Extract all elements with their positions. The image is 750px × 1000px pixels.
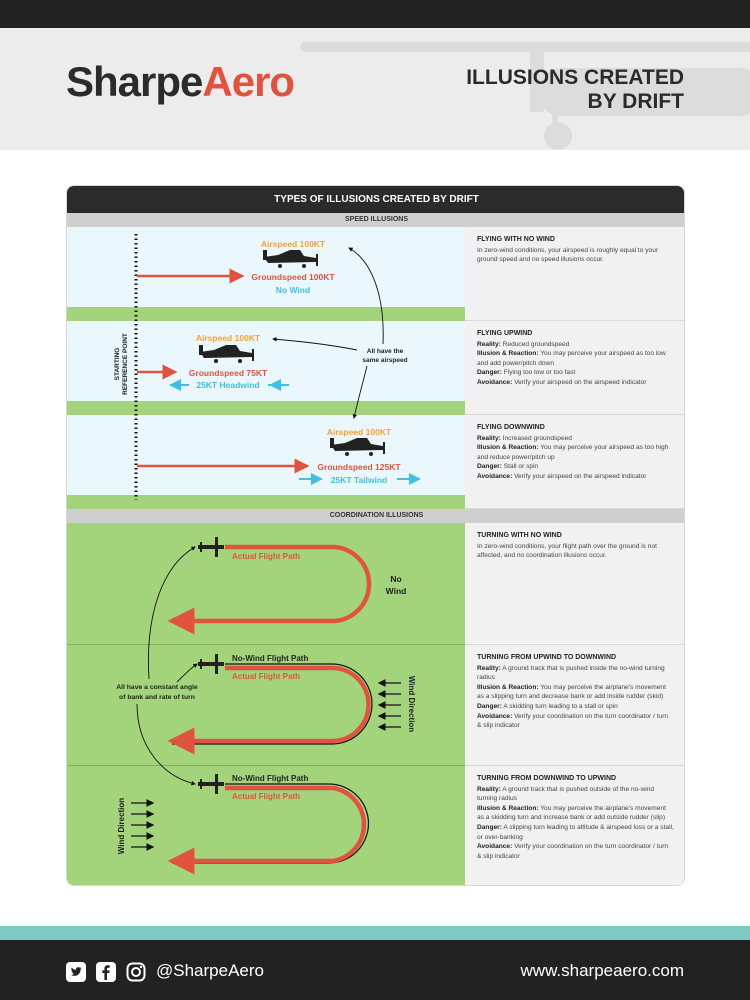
actual-flight-path: [167, 785, 367, 875]
reference-label-1: STARTING: [114, 348, 121, 381]
speed-panel-downwind: [67, 415, 465, 495]
desc-flying-upwind: FLYING UPWIND Reality: Reduced groundspe…: [465, 321, 684, 415]
ground-strip: [67, 495, 465, 509]
wind-label: 25KT Tailwind: [331, 475, 388, 485]
pointer-arrow: [272, 337, 358, 351]
no-wind-label-2: Wind: [386, 586, 407, 596]
airspeed-label: Airspeed 100KT: [196, 333, 261, 343]
pointer-arrow: [136, 703, 196, 786]
same-airspeed-note-2: same airspeed: [362, 357, 407, 364]
desc-flying-downwind: FLYING DOWNWIND Reality: Increased groun…: [465, 415, 684, 509]
no-wind-label-1: No: [390, 574, 401, 584]
drift-diagram: STARTING REFERENCE POINT Airspeed 100KT …: [114, 234, 421, 875]
constant-bank-note-2: of bank and rate of turn: [119, 694, 195, 701]
desc-turning-downwind-upwind: TURNING FROM DOWNWIND TO UPWIND Reality:…: [465, 766, 684, 885]
top-bar: [0, 0, 750, 28]
no-wind-flight-path: [172, 663, 373, 745]
website-url[interactable]: www.sharpeaero.com: [520, 961, 684, 980]
desc-turning-upwind-downwind: TURNING FROM UPWIND TO DOWNWIND Reality:…: [465, 645, 684, 766]
airplane-icon: [198, 774, 224, 794]
airplane-icon: [330, 438, 385, 456]
pointer-arrow: [352, 365, 368, 419]
speed-panel-upwind: [67, 321, 465, 401]
footer-accent-line: [0, 926, 750, 940]
airplane-icon: [199, 345, 254, 363]
ground-strip: [67, 401, 465, 415]
no-wind-path-label: No-Wind Flight Path: [232, 654, 308, 663]
speed-panel-nowind: [67, 227, 465, 307]
flight-path-label: Actual Flight Path: [232, 792, 300, 801]
brand-logo: SharpeAero: [66, 58, 295, 105]
groundspeed-label: Groundspeed 125KT: [317, 462, 401, 472]
page-header: [0, 28, 750, 150]
turn-panel-nowind: [67, 523, 465, 645]
wind-label: No Wind: [276, 285, 310, 295]
airplane-icon: [263, 250, 318, 268]
actual-flight-path: [167, 665, 371, 755]
flight-path-label: Actual Flight Path: [232, 552, 300, 561]
actual-flight-path: [167, 544, 372, 635]
section-header-coordination: COORDINATION ILLUSIONS: [67, 509, 684, 523]
social-handle[interactable]: @SharpeAero: [156, 961, 264, 980]
footer: [0, 940, 750, 1000]
no-wind-path-label: No-Wind Flight Path: [232, 774, 308, 783]
facebook-icon[interactable]: [96, 962, 116, 982]
pointer-arrow: [147, 546, 196, 680]
illustration-card: TYPES OF ILLUSIONS CREATED BY DRIFT SPEE…: [66, 185, 685, 886]
airplane-icon: [198, 654, 224, 674]
twitter-icon[interactable]: [66, 962, 86, 982]
groundspeed-label: Groundspeed 100KT: [251, 272, 335, 282]
airspeed-label: Airspeed 100KT: [327, 427, 392, 437]
page-title: ILLUSIONS CREATED BY DRIFT: [466, 66, 684, 113]
card-title: TYPES OF ILLUSIONS CREATED BY DRIFT: [67, 186, 684, 213]
airplane-icon: [198, 537, 224, 557]
section-header-speed: SPEED ILLUSIONS: [67, 213, 684, 227]
pointer-arrow: [176, 663, 198, 683]
same-airspeed-note-1: All have the: [367, 348, 404, 355]
desc-turning-no-wind: TURNING WITH NO WIND In zero-wind condit…: [465, 523, 684, 645]
desc-flying-no-wind: FLYING WITH NO WIND In zero-wind conditi…: [465, 227, 684, 321]
instagram-icon[interactable]: [126, 962, 146, 982]
constant-bank-note-1: All have a constant angle: [116, 684, 198, 691]
wind-direction-label: Wind Direction: [117, 798, 126, 854]
header-airplane-icon: [300, 42, 750, 150]
airspeed-label: Airspeed 100KT: [261, 239, 326, 249]
pointer-arrow: [348, 247, 384, 345]
wind-label: 25KT Headwind: [196, 380, 259, 390]
reference-label-2: REFERENCE POINT: [122, 333, 129, 395]
wind-direction-label: Wind Direction: [407, 676, 416, 732]
ground-strip: [67, 307, 465, 321]
flight-path-label: Actual Flight Path: [232, 672, 300, 681]
groundspeed-label: Groundspeed 75KT: [189, 368, 268, 378]
